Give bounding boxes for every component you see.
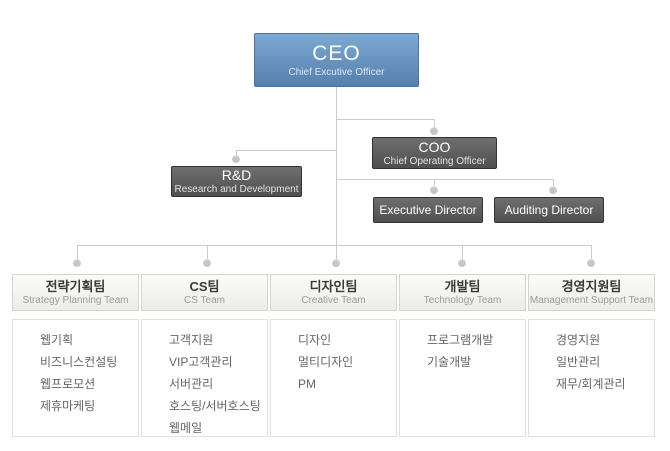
- list-item: 멀티디자인: [298, 355, 354, 369]
- rnd-box: R&D Research and Development: [171, 166, 302, 197]
- team-list-strategy: 웹기획 비즈니스컨설팅 웹프로모션 제휴마케팅: [12, 319, 139, 437]
- team-title-en: Creative Team: [301, 295, 366, 306]
- list-item: 프로그램개발: [427, 333, 494, 347]
- connector-main-vertical: [336, 87, 337, 245]
- connector-team4-vertical: [462, 245, 463, 260]
- connector-team3-vertical: [336, 245, 337, 260]
- list-item: 비즈니스컨설팅: [40, 355, 118, 369]
- team-header-creative: 디자인팀 Creative Team: [270, 274, 397, 311]
- rnd-title: R&D: [221, 167, 252, 183]
- team-title-kr: 전략기획팀: [45, 279, 106, 294]
- team-title-en: CS Team: [184, 295, 225, 306]
- connector-dot-coo: [430, 127, 438, 135]
- team-header-management: 경영지원팀 Management Support Team: [528, 274, 655, 311]
- team-header-cs: CS팀 CS Team: [141, 274, 268, 311]
- connector-coo-vertical: [434, 119, 435, 129]
- connector-dot-rnd: [232, 155, 240, 163]
- connector-dot-team4: [458, 259, 466, 267]
- connector-team5-vertical: [591, 245, 592, 260]
- list-item: 웹메일: [169, 421, 203, 435]
- connector-exec-vertical: [434, 179, 435, 188]
- executive-director-box: Executive Director: [373, 197, 483, 223]
- team-list-cs: 고객지원 VIP고객관리 서버관리 호스팅/서버호스팅 웹메일: [141, 319, 268, 437]
- connector-dot-exec: [430, 186, 438, 194]
- ceo-box: CEO Chief Excutive Officer: [254, 33, 419, 87]
- team-title-kr: 경영지원팀: [561, 279, 622, 294]
- team-title-en: Strategy Planning Team: [22, 295, 129, 306]
- list-item: 디자인: [298, 333, 332, 347]
- connector-dot-team5: [587, 259, 595, 267]
- team-title-en: Technology Team: [423, 295, 502, 306]
- connector-dot-team1: [73, 259, 81, 267]
- list-item: PM: [298, 377, 316, 391]
- connector-dot-audit: [549, 186, 557, 194]
- coo-box: COO Chief Operating Officer: [372, 137, 497, 169]
- team-title-kr: CS팀: [189, 279, 220, 294]
- connector-coo-horizontal: [336, 119, 434, 120]
- team-header-technology: 개발팀 Technology Team: [399, 274, 526, 311]
- team-title-en: Management Support Team: [529, 295, 654, 306]
- executive-director-label: Executive Director: [379, 203, 477, 217]
- connector-rnd-horizontal: [236, 150, 336, 151]
- team-list-technology: 프로그램개발 기술개발: [399, 319, 526, 437]
- list-item: 웹기획: [40, 333, 74, 347]
- connector-team2-vertical: [207, 245, 208, 260]
- list-item: 서버관리: [169, 377, 214, 391]
- list-item: 기술개발: [427, 355, 472, 369]
- connector-directors-horizontal: [336, 179, 553, 180]
- coo-subtitle: Chief Operating Officer: [383, 155, 486, 167]
- connector-team1-vertical: [77, 245, 78, 260]
- list-item: VIP고객관리: [169, 355, 233, 369]
- list-item: 경영지원: [556, 333, 601, 347]
- list-item: 고객지원: [169, 333, 214, 347]
- connector-dot-team2: [203, 259, 211, 267]
- auditing-director-box: Auditing Director: [494, 197, 604, 223]
- list-item: 호스팅/서버호스팅: [169, 399, 261, 413]
- connector-rnd-vertical: [236, 150, 237, 157]
- connector-audit-vertical: [553, 179, 554, 188]
- team-header-strategy: 전략기획팀 Strategy Planning Team: [12, 274, 139, 311]
- team-title-kr: 개발팀: [444, 279, 481, 294]
- list-item: 일반관리: [556, 355, 601, 369]
- connector-dot-team3: [332, 259, 340, 267]
- team-list-management: 경영지원 일반관리 재무/회계관리: [528, 319, 655, 437]
- connector-teams-horizontal: [77, 245, 592, 246]
- list-item: 웹프로모션: [40, 377, 96, 391]
- rnd-subtitle: Research and Development: [174, 184, 299, 195]
- list-item: 재무/회계관리: [556, 377, 626, 391]
- team-list-creative: 디자인 멀티디자인 PM: [270, 319, 397, 437]
- auditing-director-label: Auditing Director: [504, 203, 594, 217]
- coo-title: COO: [418, 138, 451, 155]
- ceo-subtitle: Chief Excutive Officer: [288, 67, 385, 78]
- team-title-kr: 디자인팀: [309, 279, 358, 294]
- list-item: 제휴마케팅: [40, 399, 96, 413]
- ceo-title: CEO: [312, 42, 361, 65]
